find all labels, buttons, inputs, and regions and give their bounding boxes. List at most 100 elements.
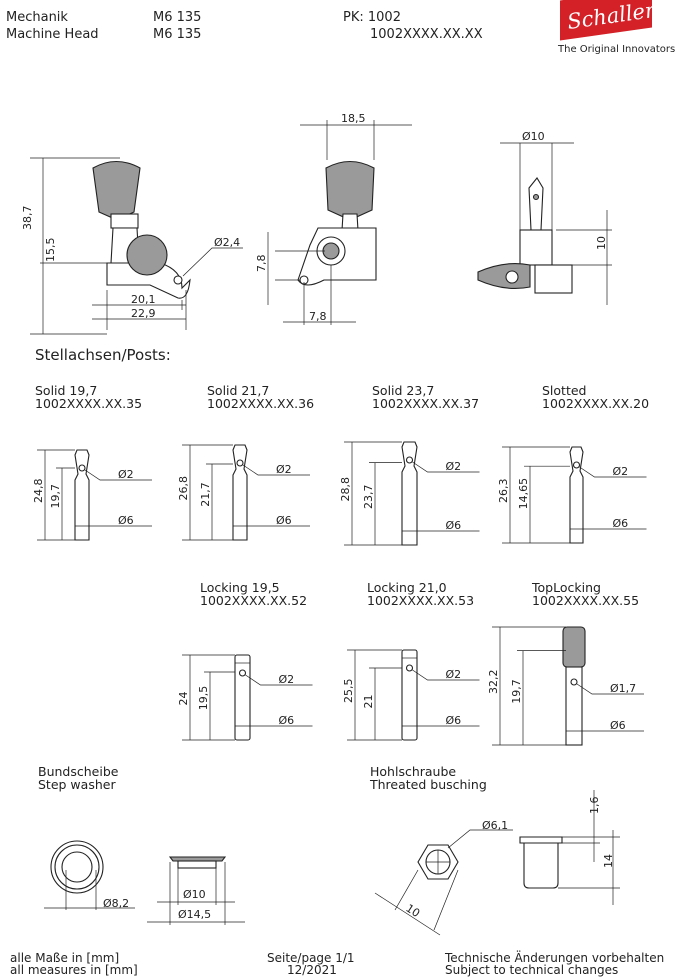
post-name: Locking 21,0 [367,580,447,595]
dim-height-body: 15,5 [44,238,57,263]
dim-post-total: 26,8 [177,476,190,501]
post-body [232,444,248,541]
bushing-bore: Ø6,1 [482,819,508,832]
post-name: Solid 19,7 [35,383,98,398]
footer-note-en: Subject to technical changes [445,963,619,977]
post-code: 1002XXXX.XX.36 [207,396,315,411]
dim-width-total: 22,9 [131,307,156,320]
post-name: TopLocking [532,580,601,595]
string-hole [405,456,414,464]
footer-date: 12/2021 [287,963,337,977]
knurled-cap [562,626,586,668]
dim-post-length: 21 [362,695,375,709]
string-hole [570,678,578,686]
posts-heading: Stellachsen/Posts: [35,346,171,364]
post-code: 1002XXXX.XX.55 [532,593,640,608]
machine-head-front-view: 38,7 15,5 Ø2,4 20,1 22,9 [21,157,243,335]
pk-code: 1002XXXX.XX.XX [370,27,483,42]
washer-outer-dia: Ø14,5 [178,908,211,921]
title-de: Mechanik [6,10,68,25]
dim-post-dia: Ø6 [446,519,462,532]
bushing-hex: 10 [403,902,422,921]
dim-post-length: 19,7 [49,484,62,509]
washer-title-en: Step washer [38,777,116,792]
dim-post-dia: Ø6 [279,714,295,727]
pk-label: PK: 1002 [343,10,401,25]
dim-hole-dia: Ø1,7 [610,682,636,695]
post-body [565,666,583,746]
string-hole [572,461,581,469]
dim-flange-height: 7,8 [255,255,268,273]
dim-post-dia: Ø6 [118,514,134,527]
dim-post-dia: Ø6 [446,714,462,727]
post-code: 1002XXXX.XX.53 [367,593,475,608]
post-body [401,649,418,741]
dim-hole-dia: Ø2 [279,673,295,686]
dim-post-dia: Ø6 [610,719,626,732]
string-hole [78,464,86,472]
dim-post-total: 25,5 [342,679,355,704]
dim-post-dia: Ø6 [276,514,292,527]
bushing-flange: 1,6 [588,797,601,815]
footer-note-de: Technische Änderungen vorbehalten [445,951,665,965]
dim-hole-dia: Ø2 [118,468,134,481]
washer-title-de: Bundscheibe [38,764,119,779]
footer-units-de: alle Maße in [mm] [10,951,120,965]
dim-post-dia: Ø10 [522,130,545,143]
post-code: 1002XXXX.XX.37 [372,396,480,411]
dim-post-total: 26,3 [497,479,510,504]
dim-post-dia: Ø6 [613,517,629,530]
post-name: Locking 19,5 [200,580,280,595]
dim-width-hole: 20,1 [131,293,156,306]
dim-button-width: 18,5 [341,112,366,125]
post-body [234,654,251,741]
model-en: M6 135 [153,27,202,42]
dim-hole-dia: Ø2,4 [214,236,240,249]
dim-hole-dia: Ø2 [446,668,462,681]
bushing-title-de: Hohlschraube [370,764,457,779]
bushing-height: 14 [602,854,615,868]
dim-post-length: 19,5 [197,686,210,711]
dim-post-length: 14,65 [517,478,530,510]
dim-hole-dia: Ø2 [446,460,462,473]
post-name: Solid 23,7 [372,383,435,398]
dim-post-total: 24,8 [32,479,45,504]
threaded-bushing-drawing: Ø6,1 10 1,6 14 [374,790,620,936]
string-hole [405,664,414,672]
post-code: 1002XXXX.XX.20 [542,396,650,411]
string-hole [236,459,244,467]
dim-post-total: 28,8 [339,477,352,502]
dim-post-height: 10 [595,236,608,250]
machine-head-side-view: 18,5 7,8 7,8 [255,112,412,325]
post-name: Solid 21,7 [207,383,270,398]
logo-tagline: The Original Innovators [558,44,675,55]
dim-hole-dia: Ø2 [276,463,292,476]
string-hole [238,669,247,677]
post-code: 1002XXXX.XX.52 [200,593,308,608]
washer-inner-dia: Ø8,2 [103,897,129,910]
footer-units-en: all measures in [mm] [10,963,138,977]
post-name: Slotted [542,383,587,398]
post-body [401,441,418,546]
model-de: M6 135 [153,10,202,25]
step-washer-drawing: Ø8,2 Ø10 Ø14,5 [44,840,245,925]
dim-post-length: 19,7 [510,679,523,704]
dim-post-total: 32,2 [487,670,500,695]
title-en: Machine Head [6,27,99,42]
washer-dia: Ø10 [183,888,206,901]
post-body [74,449,90,541]
post-code: 1002XXXX.XX.35 [35,396,143,411]
footer-page: Seite/page 1/1 [267,951,355,965]
bushing-title-en: Threated busching [370,777,487,792]
dim-post-total: 24 [177,692,190,706]
dim-post-length: 21,7 [199,482,212,507]
